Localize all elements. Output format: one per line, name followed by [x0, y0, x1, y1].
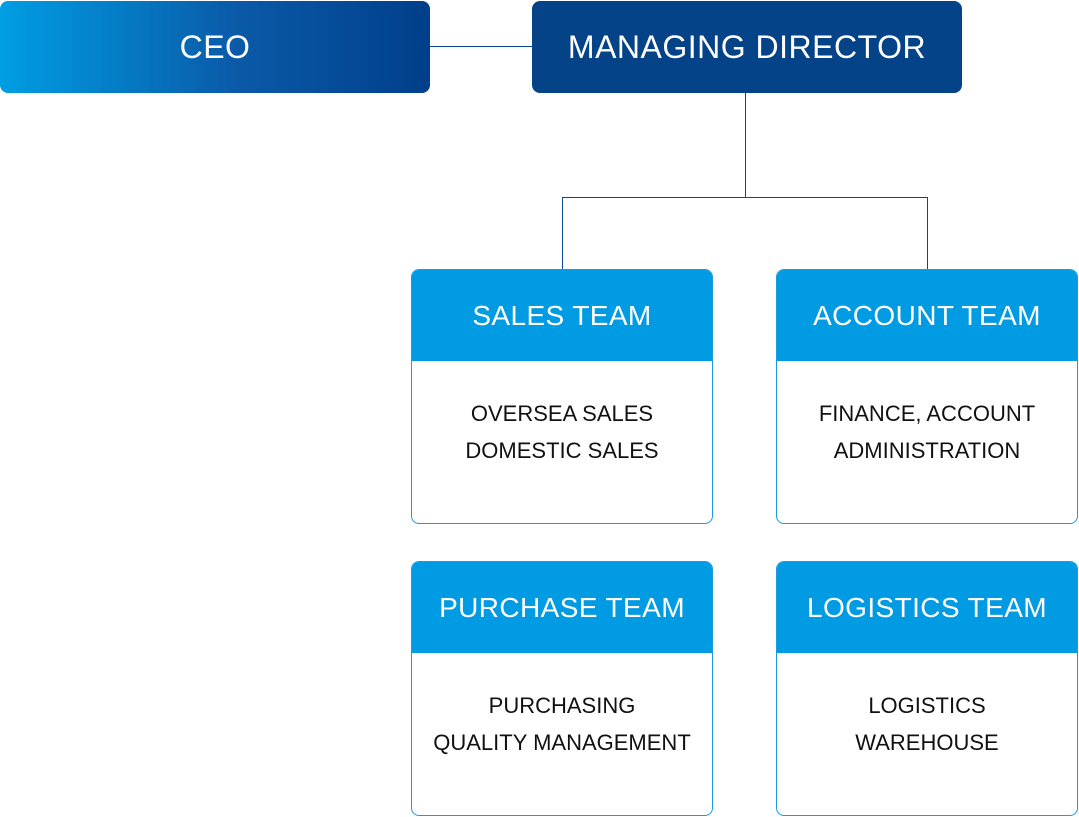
sales-team-items: OVERSEA SALES DOMESTIC SALES	[412, 361, 712, 469]
sales-team-card: SALES TEAM OVERSEA SALES DOMESTIC SALES	[411, 269, 713, 524]
managing-director-label: MANAGING DIRECTOR	[567, 28, 927, 65]
purchase-team-card: PURCHASE TEAM PURCHASING QUALITY MANAGEM…	[411, 561, 713, 816]
account-team-card: ACCOUNT TEAM FINANCE, ACCOUNT ADMINISTRA…	[776, 269, 1078, 524]
purchase-team-item: QUALITY MANAGEMENT	[433, 730, 691, 755]
purchase-team-items: PURCHASING QUALITY MANAGEMENT	[412, 653, 712, 761]
connector-md-down	[745, 93, 746, 197]
logistics-team-item: LOGISTICS	[868, 693, 986, 718]
account-team-item: FINANCE, ACCOUNT	[818, 401, 1036, 426]
logistics-team-card: LOGISTICS TEAM LOGISTICS WAREHOUSE	[776, 561, 1078, 816]
ceo-label: CEO	[179, 28, 251, 65]
account-team-title: ACCOUNT TEAM	[777, 270, 1077, 361]
account-team-items: FINANCE, ACCOUNT ADMINISTRATION	[777, 361, 1077, 469]
purchase-team-title: PURCHASE TEAM	[412, 562, 712, 653]
sales-team-item: OVERSEA SALES	[470, 401, 654, 426]
account-team-item: ADMINISTRATION	[833, 438, 1021, 463]
sales-team-item: DOMESTIC SALES	[465, 438, 659, 463]
connector-horizontal	[562, 197, 928, 198]
managing-director-box: MANAGING DIRECTOR	[532, 1, 962, 93]
sales-team-title: SALES TEAM	[412, 270, 712, 361]
connector-sales	[562, 197, 563, 269]
logistics-team-items: LOGISTICS WAREHOUSE	[777, 653, 1077, 761]
logistics-team-title: LOGISTICS TEAM	[777, 562, 1077, 653]
logistics-team-item: WAREHOUSE	[855, 730, 999, 755]
ceo-box: CEO	[0, 1, 430, 93]
purchase-team-item: PURCHASING	[488, 693, 636, 718]
connector-account	[927, 197, 928, 269]
connector-ceo-md	[430, 46, 532, 47]
